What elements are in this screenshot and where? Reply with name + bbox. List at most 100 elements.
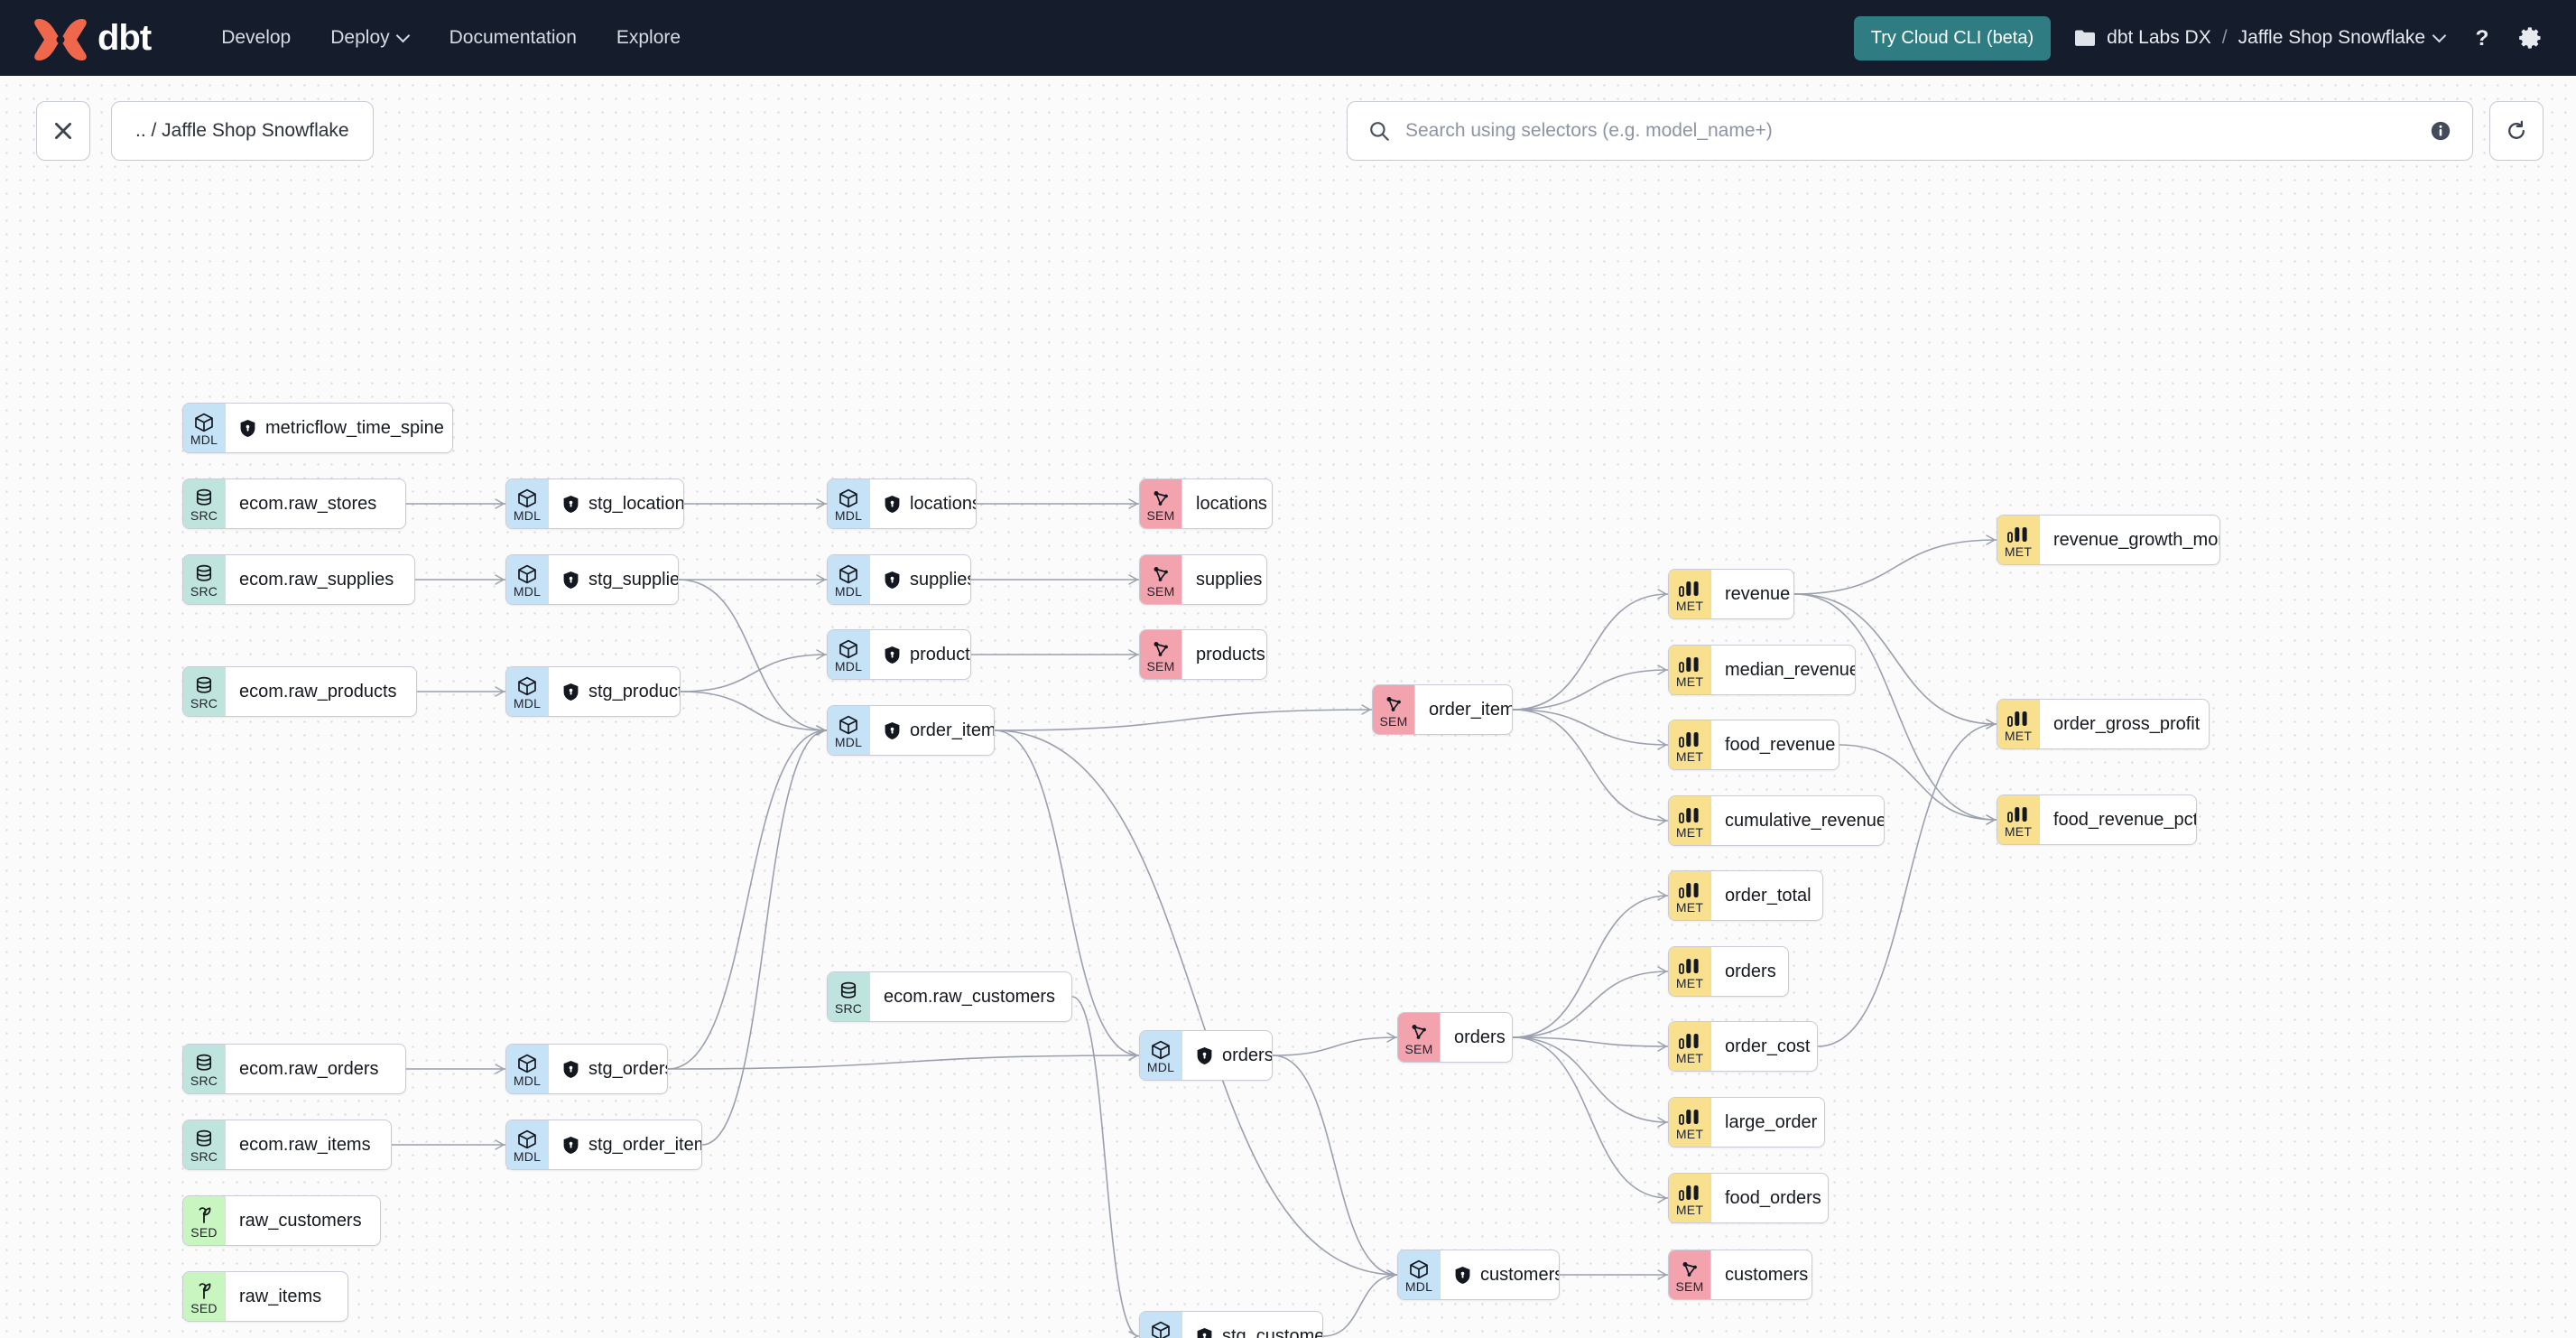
node-type-label: SEM (1146, 507, 1175, 523)
node-label: locations (910, 494, 977, 514)
refresh-graph-button[interactable] (2489, 101, 2544, 161)
graph-edge-sem_orders-to-met_order_total (1512, 895, 1669, 1038)
node-body: customers (1440, 1250, 1559, 1299)
node-type-badge-met: MET (1669, 570, 1710, 618)
breadcrumb-account[interactable]: dbt Labs DX (2107, 27, 2211, 48)
nav-link-develop[interactable]: Develop (201, 18, 310, 58)
lineage-graph-canvas[interactable]: .. / Jaffle Shop Snowflake (0, 76, 2576, 1338)
try-cloud-cli-button[interactable]: Try Cloud CLI (beta) (1853, 15, 2052, 60)
node-label: supplies (910, 570, 971, 590)
graph-edge-arrow (1128, 1331, 1138, 1338)
nav-link-documentation[interactable]: Documentation (430, 18, 597, 58)
semantic-icon (1154, 490, 1168, 506)
node-label: supplies (1196, 570, 1263, 590)
node-type-label: MET (2004, 544, 2033, 559)
node-type-badge-mdl: MDL (1140, 1031, 1181, 1080)
close-graph-button[interactable] (36, 101, 90, 161)
breadcrumb-project-dropdown[interactable]: Jaffle Shop Snowflake (2238, 27, 2446, 49)
graph-node-ecom_raw_supplies[interactable]: SRC ecom.raw_supplies (182, 554, 415, 605)
dbt-logo[interactable]: dbt (32, 15, 152, 60)
node-type-badge-met: MET (1997, 516, 2039, 564)
top-navigation-bar: dbt Develop Deploy Documentation Explore… (0, 0, 2576, 76)
nav-link-deploy[interactable]: Deploy (310, 18, 429, 58)
metric-icon (1679, 882, 1699, 898)
node-label: stg_orders (588, 1059, 668, 1079)
semantic-icon (1150, 564, 1172, 584)
contract-shield-icon (884, 571, 901, 590)
cube-icon (839, 564, 857, 583)
sprout-icon (199, 1282, 211, 1299)
node-label: stg_supplies (588, 570, 678, 590)
graph-edge-mdl_orders-to-mdl_customers (1272, 1055, 1398, 1276)
node-type-badge-met: MET (1669, 1174, 1710, 1222)
search-bar[interactable] (1347, 101, 2473, 161)
node-body: ecom.raw_supplies (225, 555, 409, 604)
metric-icon (1678, 1107, 1701, 1127)
graph-edge-arrow (1386, 1269, 1396, 1280)
dbt-logo-icon (34, 19, 87, 60)
breadcrumb-project-label: Jaffle Shop Snowflake (2238, 27, 2425, 48)
help-button[interactable]: ? (2469, 25, 2495, 51)
node-label: order_items (910, 720, 995, 740)
cube-icon (516, 676, 538, 696)
project-breadcrumb-pill[interactable]: .. / Jaffle Shop Snowflake (111, 101, 374, 161)
graph-edge-mdl_order_items-to-mdl_orders (994, 729, 1140, 1056)
metric-icon (1679, 1033, 1699, 1049)
metric-icon (1679, 581, 1699, 597)
semantic-icon (1383, 694, 1404, 714)
metric-icon (2007, 526, 2027, 543)
node-type-label: SEM (1146, 658, 1175, 674)
graph-edges (392, 498, 1997, 1338)
metric-icon (1678, 655, 1701, 674)
search-input[interactable] (1405, 120, 2414, 142)
info-icon[interactable] (2429, 119, 2452, 143)
database-icon (193, 676, 215, 696)
svg-text:?: ? (2476, 26, 2489, 51)
nav-link-explore[interactable]: Explore (597, 18, 700, 58)
node-body: locations (869, 479, 977, 528)
graph-edge-stg_products-to-mdl_products (680, 654, 828, 692)
graph-edge-ecom_raw_customers-to-stg_customers (1071, 996, 1140, 1337)
graph-node-mdl_products[interactable]: MDLproducts (827, 629, 971, 680)
graph-edge-sem_orders-to-met_food_orders (1512, 1036, 1669, 1199)
node-type-label: SRC (190, 583, 218, 599)
settings-button[interactable] (2518, 25, 2544, 51)
